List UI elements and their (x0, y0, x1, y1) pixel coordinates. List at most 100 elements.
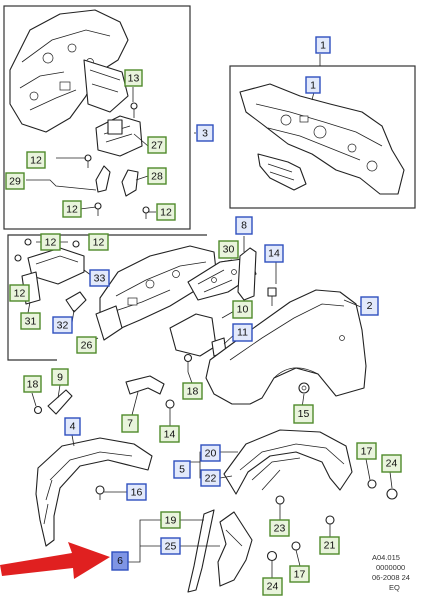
bolt-21 (325, 515, 335, 525)
svg-text:26: 26 (81, 340, 93, 352)
dash-panel (239, 83, 405, 195)
callout-9[interactable]: 9 (51, 368, 69, 386)
callout-27[interactable]: 27 (147, 136, 167, 154)
bolt-12-right (142, 206, 150, 219)
bracket-26 (95, 305, 123, 341)
callout-3[interactable]: 3 (196, 124, 214, 142)
svg-text:9: 9 (57, 372, 63, 384)
callout-29[interactable]: 29 (5, 172, 25, 190)
ref-number: 0000000 (376, 563, 405, 572)
svg-text:22: 22 (205, 473, 217, 485)
callout-17-bottom[interactable]: 17 (289, 565, 310, 583)
member-extension-8 (237, 247, 257, 301)
callout-15[interactable]: 15 (293, 404, 314, 424)
callout-1-outer[interactable]: 1 (315, 36, 331, 54)
callout-5[interactable]: 5 (173, 460, 191, 479)
svg-text:24: 24 (267, 581, 279, 593)
svg-text:15: 15 (298, 408, 310, 420)
callout-19[interactable]: 19 (160, 511, 181, 529)
callout-2[interactable]: 2 (360, 296, 379, 316)
callout-12-apron-b[interactable]: 12 (88, 233, 109, 251)
inner-wheel-liner-4 (35, 437, 153, 547)
callout-23[interactable]: 23 (269, 519, 290, 537)
callout-7[interactable]: 7 (121, 414, 139, 433)
bracket-7 (125, 375, 165, 395)
svg-text:18: 18 (27, 379, 39, 391)
callout-25[interactable]: 25 (160, 537, 181, 555)
red-pointer-arrow (0, 542, 110, 579)
dash-panel-frame (229, 65, 416, 209)
ref-date: 06-2008 24 (372, 573, 410, 582)
callout-12-apron-c[interactable]: 12 (9, 284, 30, 302)
callout-12-apron-a[interactable]: 12 (40, 233, 61, 251)
callout-10[interactable]: 10 (232, 300, 253, 319)
callout-32[interactable]: 32 (52, 316, 73, 334)
svg-text:8: 8 (241, 220, 247, 232)
splash-shield-10 (169, 313, 217, 357)
callout-13[interactable]: 13 (124, 69, 143, 87)
svg-text:12: 12 (66, 204, 78, 216)
svg-text:18: 18 (187, 386, 199, 398)
bolt-24-bottom (266, 550, 278, 562)
inner-bracket-lower (95, 165, 111, 193)
svg-text:29: 29 (9, 176, 21, 188)
svg-text:7: 7 (127, 418, 133, 430)
callout-17-right[interactable]: 17 (356, 442, 377, 460)
callout-22[interactable]: 22 (200, 469, 221, 487)
bracket-28 (121, 169, 139, 197)
callout-21[interactable]: 21 (319, 536, 340, 555)
svg-text:20: 20 (205, 448, 217, 460)
bolt-14-lower (165, 399, 175, 418)
bolt-12-upper (84, 154, 92, 168)
callout-26[interactable]: 26 (76, 336, 97, 354)
svg-text:11: 11 (237, 327, 248, 339)
svg-text:28: 28 (151, 171, 163, 183)
svg-text:12: 12 (45, 237, 57, 249)
svg-text:13: 13 (128, 73, 140, 85)
callout-4[interactable]: 4 (64, 417, 81, 436)
callout-18-center[interactable]: 18 (182, 382, 203, 400)
callout-31[interactable]: 31 (20, 312, 41, 330)
callout-24-bottom[interactable]: 24 (262, 577, 283, 596)
callout-11[interactable]: 11 (232, 323, 253, 342)
svg-text:31: 31 (25, 316, 37, 328)
svg-text:21: 21 (324, 540, 336, 552)
svg-text:14: 14 (268, 248, 280, 260)
svg-text:12: 12 (30, 155, 42, 167)
fender-liner-5 (223, 429, 353, 495)
svg-text:12: 12 (160, 207, 172, 219)
callout-14-fender[interactable]: 14 (264, 244, 284, 263)
callout-28[interactable]: 28 (147, 167, 167, 185)
callout-18-left[interactable]: 18 (23, 375, 42, 393)
svg-text:14: 14 (164, 429, 176, 441)
seal-9 (47, 389, 73, 415)
bolt-18-center (183, 353, 193, 372)
callout-12-box3-c[interactable]: 12 (156, 203, 176, 221)
svg-text:5: 5 (179, 464, 185, 476)
svg-text:17: 17 (361, 446, 373, 458)
fender-nut-15 (298, 382, 310, 394)
ref-code: A04.015 (372, 553, 400, 562)
ref-suffix: EQ (389, 583, 400, 592)
callout-12-box3-a[interactable]: 12 (26, 151, 46, 169)
svg-text:3: 3 (202, 128, 208, 140)
callout-33[interactable]: 33 (89, 269, 110, 287)
callout-1-inner[interactable]: 1 (305, 76, 321, 94)
apron-reinforcement-bracket (95, 115, 143, 157)
svg-text:25: 25 (165, 541, 177, 553)
bolt-12-apron-b (72, 240, 80, 248)
callout-30[interactable]: 30 (218, 240, 239, 259)
plate-32 (65, 291, 87, 313)
callout-16[interactable]: 16 (126, 483, 147, 501)
svg-text:2: 2 (367, 300, 373, 312)
callout-6-highlighted[interactable]: 6 (111, 551, 129, 571)
wheel-arch-moulding-19 (187, 509, 215, 593)
callout-8[interactable]: 8 (235, 216, 253, 235)
callout-14-lower[interactable]: 14 (159, 425, 180, 443)
svg-text:1: 1 (310, 80, 316, 92)
callout-20[interactable]: 20 (200, 444, 221, 462)
svg-text:12: 12 (14, 288, 26, 300)
callout-24-right[interactable]: 24 (381, 454, 402, 473)
callout-12-box3-b[interactable]: 12 (62, 200, 82, 218)
